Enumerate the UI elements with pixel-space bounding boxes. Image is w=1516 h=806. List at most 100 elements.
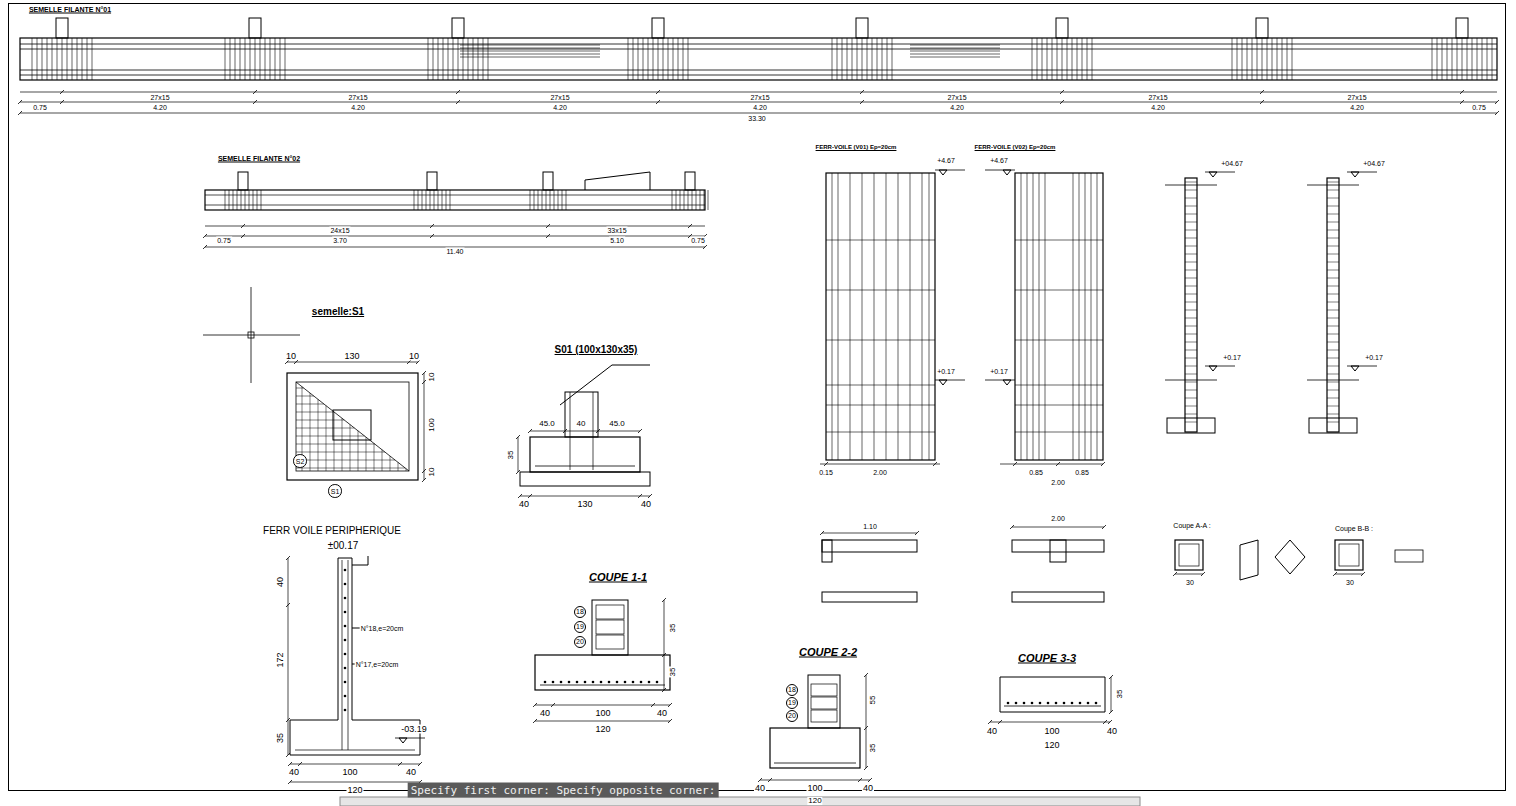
rebar-dot — [344, 653, 347, 656]
dimension-tick — [203, 245, 207, 249]
dimension-text: N°17,e=20cm — [355, 661, 400, 668]
dimension-text: 45.0 — [538, 420, 556, 428]
stirrup — [1087, 38, 1088, 80]
dimension-text: 35 — [1116, 689, 1124, 700]
rebar-line — [826, 340, 935, 341]
section-line — [1307, 380, 1359, 381]
level-marker — [939, 170, 947, 175]
stirrup — [1327, 262, 1339, 263]
stirrup — [1047, 38, 1048, 80]
stirrup — [446, 190, 447, 210]
column-stub — [685, 172, 695, 190]
stirrup — [233, 190, 234, 210]
stirrup — [1457, 38, 1458, 80]
stirrup — [837, 38, 838, 80]
stirrup — [1327, 406, 1339, 407]
stirrup — [638, 38, 639, 80]
stirrup — [566, 190, 567, 210]
stirrup — [1432, 38, 1433, 80]
sheet-frame — [9, 4, 1506, 791]
drawing-title: COUPE 1-1 — [588, 572, 648, 583]
stirrup — [643, 38, 644, 80]
stirrup — [1472, 38, 1473, 80]
drawing-title: SEMELLE FILANTE N°01 — [28, 6, 112, 13]
stirrup — [225, 38, 226, 80]
rebar-line — [20, 49, 1497, 50]
rebar-line — [826, 290, 935, 291]
callout-number: 20 — [574, 636, 587, 649]
stirrup — [52, 38, 53, 80]
dimension-tick — [662, 598, 666, 602]
rebar-dot — [1055, 702, 1058, 705]
dimension-tick — [546, 234, 550, 238]
stirrup — [280, 38, 281, 80]
dimension-line — [664, 600, 665, 690]
stirrup — [1185, 190, 1197, 191]
rebar-dot — [640, 681, 643, 684]
stirrup — [1272, 38, 1273, 80]
stirrup — [250, 38, 251, 80]
callout-number: 20 — [786, 710, 799, 723]
stirrup — [253, 190, 254, 210]
rebar-grid — [296, 412, 334, 413]
column-elevation — [1327, 178, 1339, 432]
dimension-tick — [758, 778, 762, 782]
stirrup — [235, 38, 236, 80]
dimension-line — [1175, 574, 1203, 575]
stirrup — [82, 38, 83, 80]
stirrup — [1327, 374, 1339, 375]
dimension-tick — [820, 531, 824, 535]
dimension-text: 27x15 — [749, 94, 770, 101]
column-stub — [1456, 18, 1468, 38]
rebar-dot — [344, 709, 347, 712]
rebar-line — [826, 432, 935, 433]
footing-elevation — [1309, 418, 1357, 433]
dimension-text: 40 — [656, 709, 668, 718]
rebar-grid — [374, 443, 375, 471]
stirrup — [1185, 422, 1197, 423]
dimension-tick — [398, 762, 402, 766]
stirrup — [1477, 38, 1478, 80]
stirrup — [1327, 246, 1339, 247]
dimension-tick — [203, 234, 207, 238]
column-stub — [249, 18, 261, 38]
dimension-line — [287, 362, 418, 363]
dimension-tick — [703, 245, 707, 249]
stirrup — [245, 38, 246, 80]
stirrup — [680, 190, 681, 210]
dimension-line — [822, 533, 917, 534]
dimension-text: 2.00 — [1050, 515, 1066, 522]
stirrup — [1327, 286, 1339, 287]
stirrup — [811, 684, 837, 696]
stirrup — [433, 38, 434, 80]
dimension-text: 33.30 — [747, 115, 767, 122]
stirrup — [1327, 310, 1339, 311]
dimension-text: 100 — [1043, 727, 1060, 736]
dimension-text: +4.67 — [989, 157, 1009, 164]
rebar-grid — [296, 428, 354, 429]
stirrup — [443, 38, 444, 80]
dimension-text: 40 — [539, 709, 551, 718]
stirrup — [1057, 38, 1058, 80]
dimension-text: 120 — [346, 786, 363, 795]
footing-section — [530, 437, 640, 472]
dimension-text: +4.67 — [936, 157, 956, 164]
dimension-text: +04.67 — [1362, 160, 1386, 167]
dimension-tick — [668, 703, 672, 707]
dimension-text: 35 — [507, 450, 515, 461]
dimension-tick — [656, 100, 660, 104]
stirrup — [1185, 358, 1197, 359]
rebar-line — [910, 45, 1000, 46]
dimension-tick — [1013, 462, 1017, 466]
dimension-tick — [1109, 675, 1113, 679]
rebar-line — [295, 750, 415, 751]
stirrup — [1327, 334, 1339, 335]
stirrup — [453, 38, 454, 80]
stirrup — [42, 38, 43, 80]
dimension-tick — [688, 224, 692, 228]
stirrup — [426, 190, 427, 210]
stirrup — [1257, 38, 1258, 80]
rebar-grid — [342, 418, 343, 471]
dimension-tick — [1333, 572, 1337, 576]
stirrup-shape — [1275, 540, 1305, 574]
